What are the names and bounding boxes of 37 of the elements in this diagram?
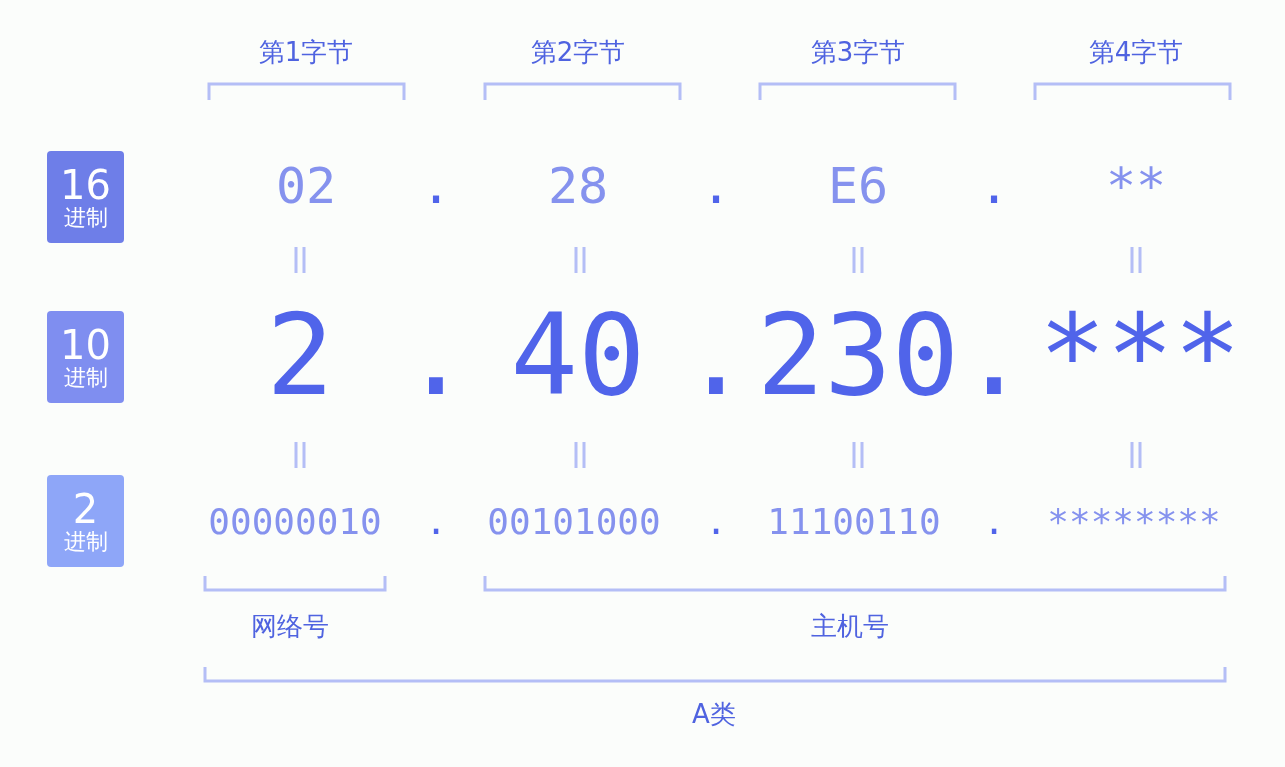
dot-separator: . bbox=[960, 299, 1028, 411]
group-label: A类 bbox=[692, 701, 736, 727]
decimal-value: 230 bbox=[756, 299, 960, 411]
hex-value: E6 bbox=[827, 161, 889, 211]
dot-separator: . bbox=[682, 299, 750, 411]
base-badge bbox=[47, 475, 124, 567]
base-unit: 进制 bbox=[63, 206, 108, 230]
byte-header: 第3字节 bbox=[810, 39, 906, 65]
dot-separator: . bbox=[700, 161, 732, 211]
base-number: 10 bbox=[60, 324, 111, 367]
dot-separator: . bbox=[425, 504, 447, 540]
hex-value: ** bbox=[1105, 161, 1167, 211]
base-badge bbox=[47, 151, 124, 243]
dot-separator: . bbox=[978, 161, 1010, 211]
base-number: 16 bbox=[60, 164, 111, 207]
dot-separator: . bbox=[705, 504, 727, 540]
dot-separator: . bbox=[402, 299, 470, 411]
decimal-value: 40 bbox=[510, 299, 646, 411]
base-unit: 进制 bbox=[63, 530, 108, 554]
hex-value: 02 bbox=[275, 161, 337, 211]
dot-separator: . bbox=[420, 161, 452, 211]
binary-value: 11100110 bbox=[767, 504, 941, 540]
decimal-value: *** bbox=[1038, 299, 1242, 411]
decimal-value: 2 bbox=[266, 299, 334, 411]
base-number: 2 bbox=[72, 488, 99, 531]
base-badge bbox=[47, 311, 124, 403]
binary-value: 00000010 bbox=[208, 504, 382, 540]
byte-header: 第4字节 bbox=[1088, 39, 1184, 65]
byte-header: 第2字节 bbox=[530, 39, 626, 65]
hex-value: 28 bbox=[547, 161, 609, 211]
byte-header: 第1字节 bbox=[258, 39, 354, 65]
group-label: 网络号 bbox=[251, 613, 329, 639]
base-unit: 进制 bbox=[63, 366, 108, 390]
group-label: 主机号 bbox=[811, 613, 889, 639]
binary-value: ******** bbox=[1047, 504, 1221, 540]
dot-separator: . bbox=[983, 504, 1005, 540]
binary-value: 00101000 bbox=[487, 504, 661, 540]
